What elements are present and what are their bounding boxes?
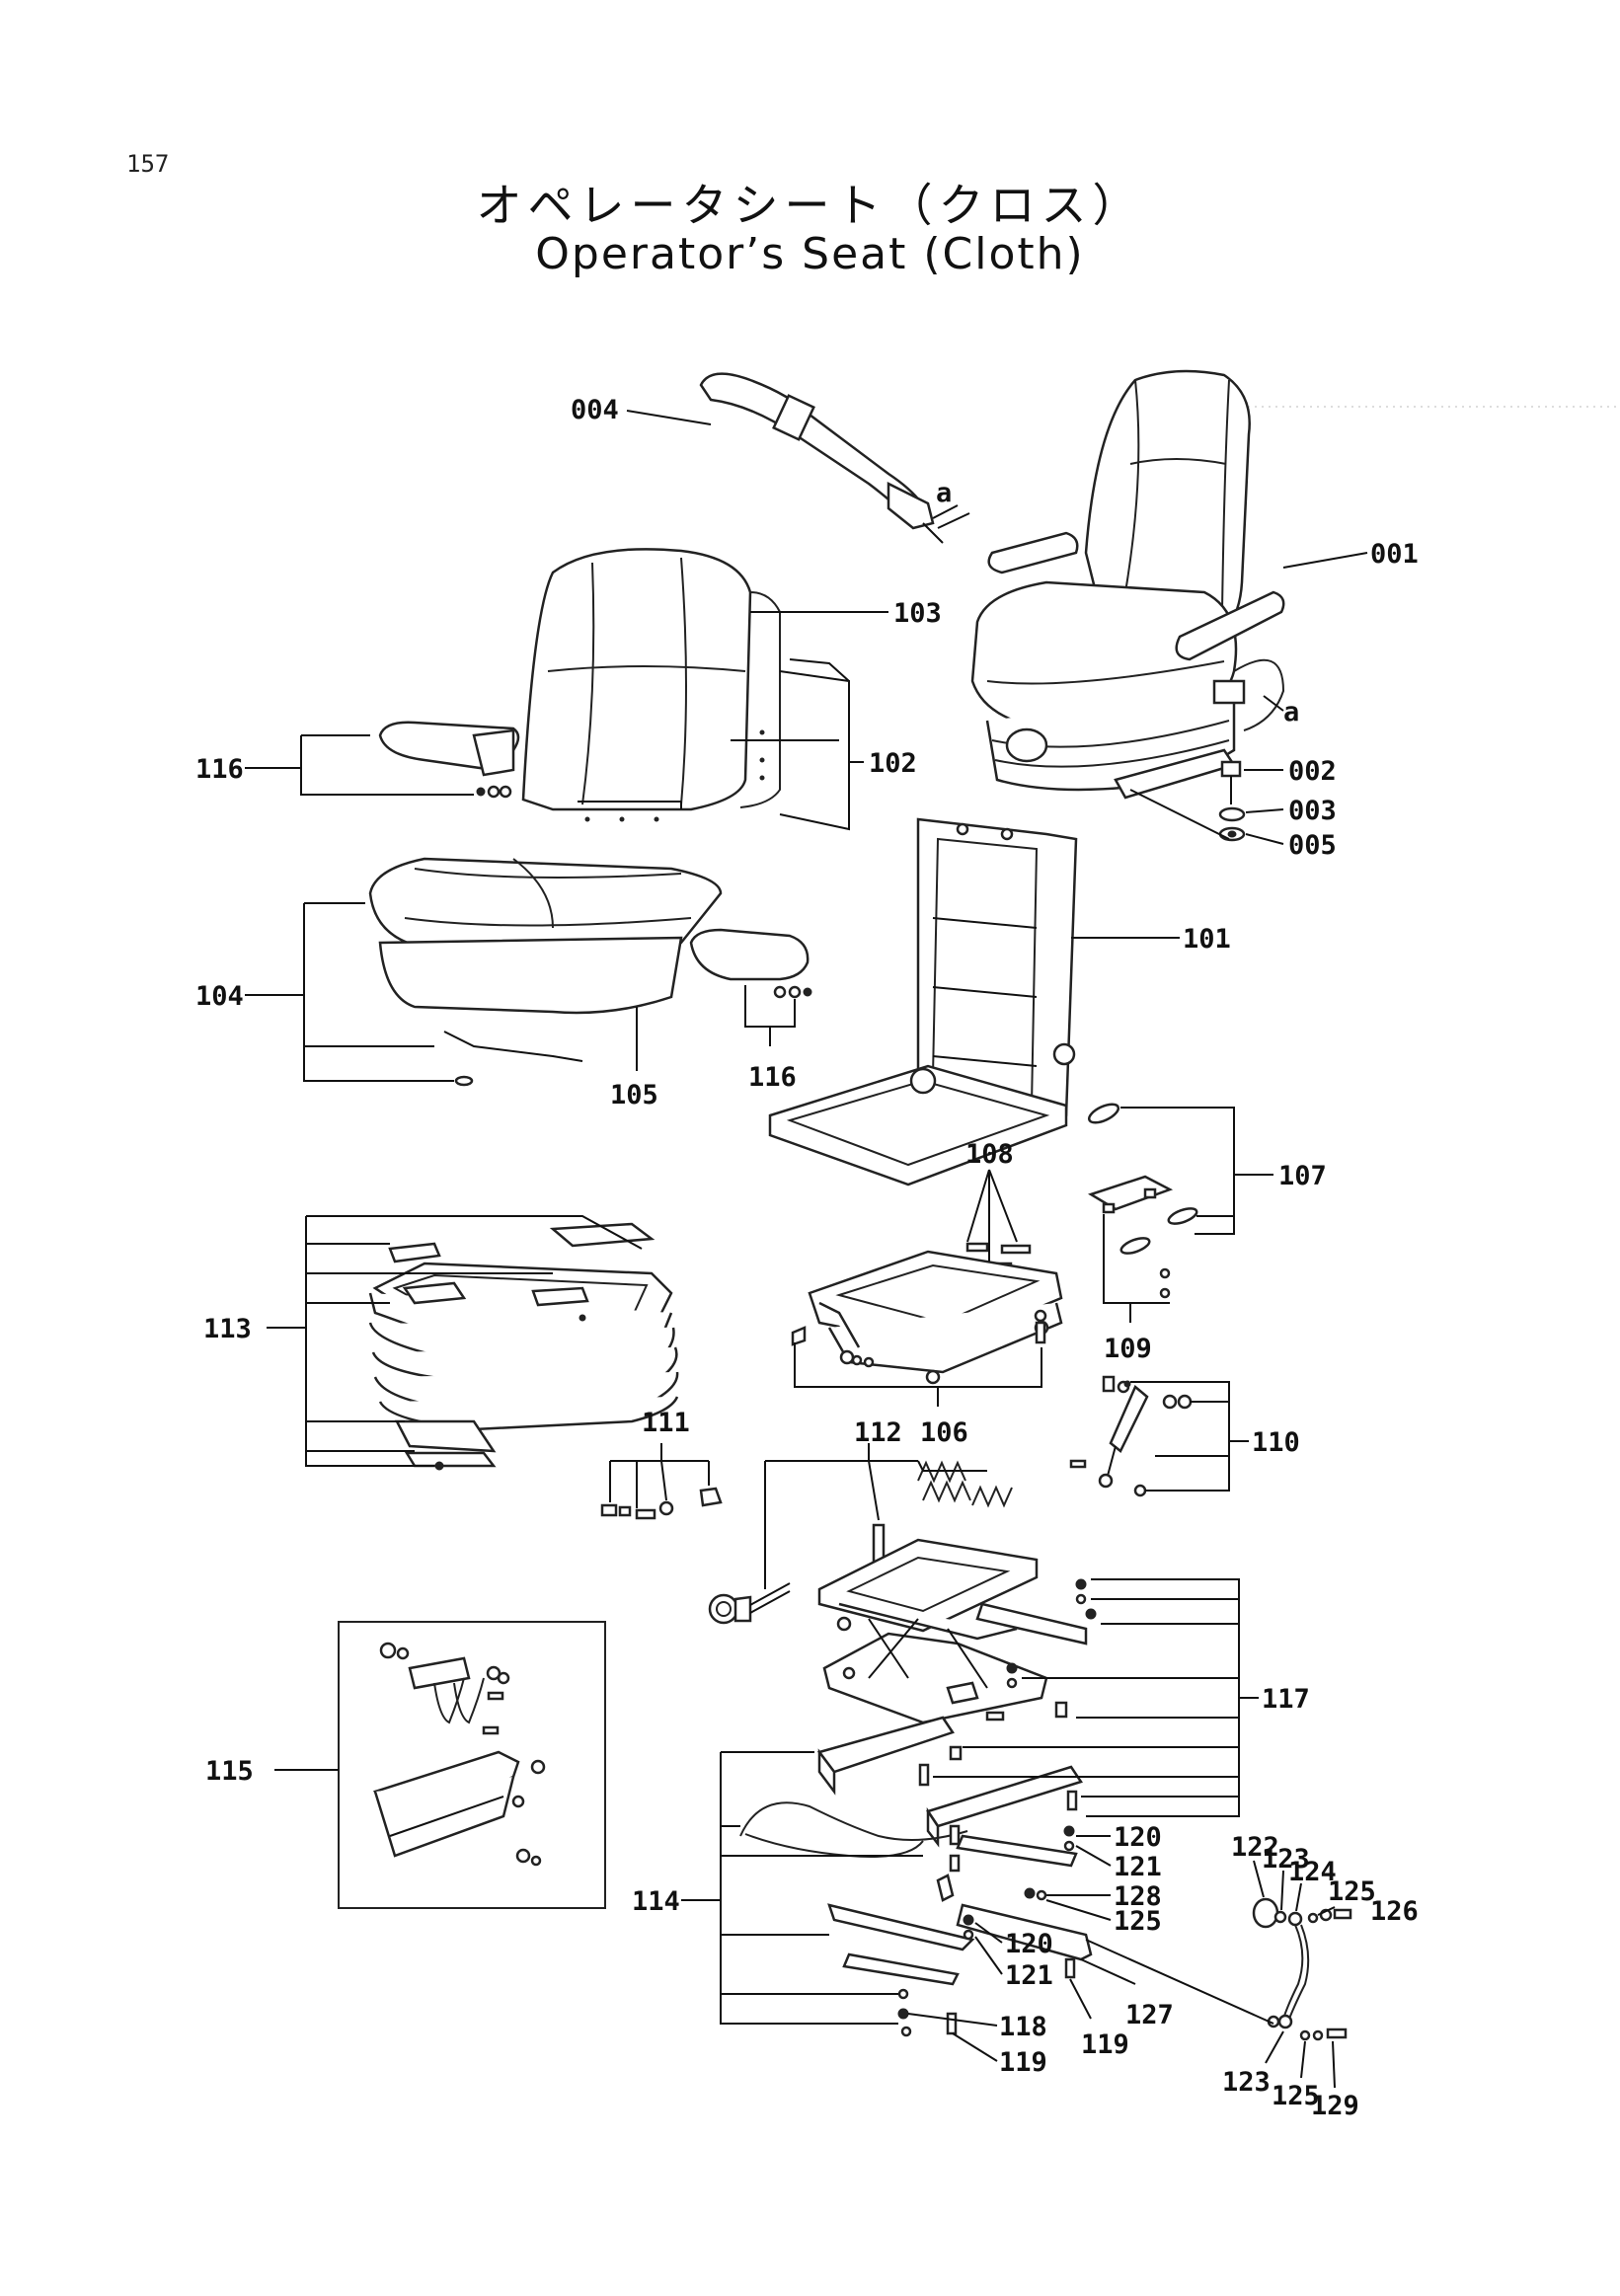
callout-a-lower: a	[1283, 697, 1299, 727]
scissor-mechanism	[817, 1538, 1088, 1724]
callout-105: 105	[610, 1080, 658, 1110]
callout-123-lower: 123	[1222, 2067, 1271, 2098]
release-cable-122-129	[1252, 1897, 1352, 2041]
callout-102: 102	[869, 748, 917, 779]
callout-125-lower: 125	[1272, 2081, 1320, 2111]
callout-104: 104	[195, 981, 244, 1012]
callout-labels: 004 a 001 a 103 102 116 002 003 005 101 …	[195, 395, 1419, 2121]
callout-122: 122	[1231, 1832, 1279, 1863]
callout-005: 005	[1288, 830, 1337, 861]
callout-118: 118	[999, 2012, 1047, 2042]
callout-128: 128	[1114, 1881, 1162, 1912]
callout-101: 101	[1183, 924, 1231, 955]
callout-125-left: 125	[1114, 1906, 1162, 1937]
callout-121-lower: 121	[1005, 1960, 1053, 1991]
callout-002: 002	[1288, 756, 1337, 787]
callout-108: 108	[965, 1139, 1014, 1170]
callout-119-left: 119	[999, 2047, 1047, 2078]
adjust-knob	[708, 1582, 791, 1625]
callout-125-right: 125	[1328, 1876, 1376, 1907]
callout-126: 126	[1370, 1896, 1419, 1927]
callout-110: 110	[1252, 1427, 1300, 1458]
callout-112: 112	[854, 1417, 902, 1448]
callout-113: 113	[203, 1314, 252, 1344]
callout-120-lower: 120	[1005, 1929, 1053, 1959]
bolt-002-washer-003-005	[1218, 760, 1246, 842]
callout-106: 106	[920, 1417, 968, 1448]
seat-frame-101	[768, 817, 1078, 1186]
gas-strut-110	[1069, 1375, 1193, 1497]
callout-103: 103	[893, 598, 942, 629]
seat-cushion-104	[368, 857, 723, 1087]
callout-a-upper: a	[936, 478, 952, 508]
page-title-english: Operator’s Seat (Cloth)	[535, 229, 1085, 279]
seat-belt-004	[699, 372, 944, 544]
suspension-113	[368, 1222, 679, 1471]
page-title-japanese: オペレータシート（クロス）	[476, 179, 1144, 232]
bracket-107-109	[1087, 1103, 1198, 1299]
fasteners-111	[600, 1487, 723, 1520]
callout-114: 114	[632, 1886, 680, 1917]
callout-001: 001	[1370, 539, 1419, 570]
callout-116-center: 116	[748, 1062, 797, 1093]
callout-107: 107	[1278, 1161, 1327, 1191]
callout-117: 117	[1262, 1684, 1310, 1715]
callout-109: 109	[1104, 1334, 1152, 1364]
callout-116-left: 116	[195, 754, 244, 785]
callout-119-right: 119	[1081, 2029, 1129, 2060]
callout-111: 111	[642, 1408, 690, 1438]
bolts-117	[946, 1578, 1097, 1722]
callout-121-upper: 121	[1114, 1852, 1162, 1882]
callout-123-upper: 123	[1262, 1844, 1310, 1875]
complete-seat-001	[970, 369, 1285, 800]
page-number: 157	[126, 150, 170, 178]
callout-120-upper: 120	[1114, 1822, 1162, 1853]
lower-frame-106	[791, 1250, 1063, 1385]
callout-115: 115	[205, 1756, 254, 1787]
callout-124: 124	[1288, 1857, 1337, 1887]
callout-004: 004	[571, 395, 619, 425]
leader-lines	[245, 410, 1368, 2089]
armrest-116-left	[378, 721, 520, 799]
callout-003: 003	[1288, 796, 1337, 826]
callout-129: 129	[1311, 2091, 1359, 2121]
slide-rails-114	[739, 1716, 1093, 2037]
inset-115	[338, 1621, 606, 1909]
callout-127: 127	[1125, 2000, 1174, 2030]
armrest-116-center	[689, 928, 812, 999]
back-cushion-103	[521, 548, 850, 822]
